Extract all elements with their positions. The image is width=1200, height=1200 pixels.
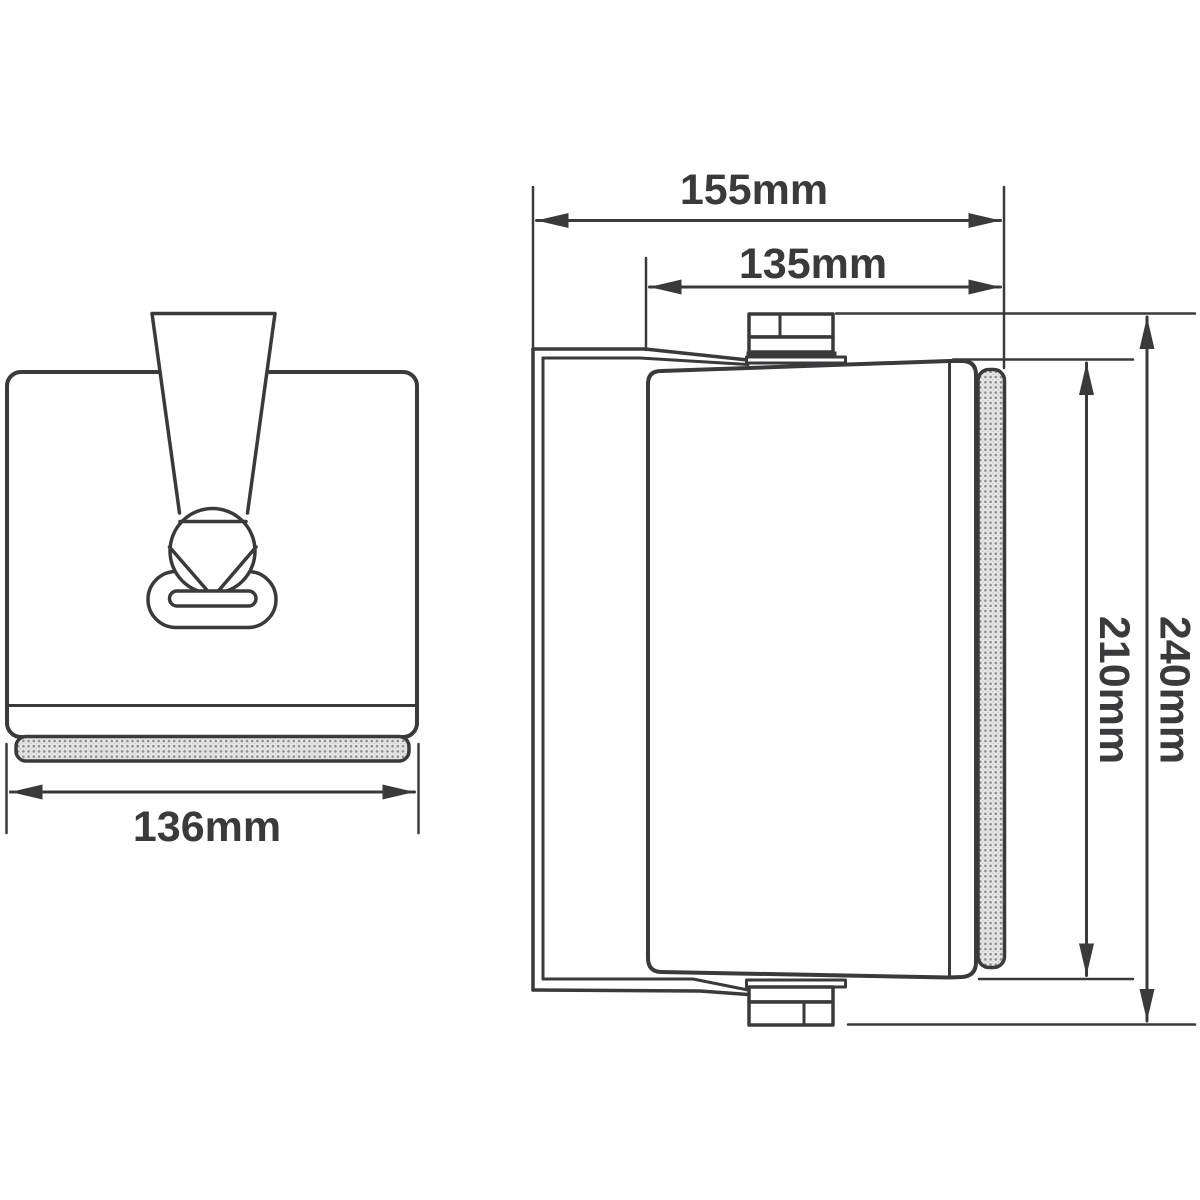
cabinet-outline-side-view bbox=[646, 359, 978, 980]
bracket-slot bbox=[167, 589, 258, 608]
dim-label-overall-depth: 155mm bbox=[680, 166, 828, 214]
grille-edge-strip bbox=[14, 734, 411, 763]
right-view-side-of-speaker bbox=[531, 185, 1197, 1027]
bottom-knuckle-lower-box bbox=[747, 1000, 835, 1027]
left-view-top-of-speaker bbox=[5, 311, 420, 835]
bracket-arm-bottom-outer bbox=[531, 988, 750, 997]
top-knuckle-base-plate bbox=[745, 355, 847, 365]
bracket-arm-top-inner bbox=[541, 356, 750, 366]
top-knuckle-band bbox=[747, 335, 835, 354]
top-knuckle-upper-box bbox=[747, 312, 835, 339]
dim-label-grille-height: 210mm bbox=[1090, 616, 1138, 764]
knob-facet-left bbox=[167, 545, 211, 595]
dim-label-body-depth: 135mm bbox=[739, 240, 887, 288]
dim-label-front-width: 136mm bbox=[133, 803, 281, 851]
bottom-knuckle-band bbox=[747, 985, 835, 1004]
top-knuckle-clamp-bar bbox=[746, 351, 837, 357]
knob-facet-right bbox=[215, 545, 258, 595]
dim-label-overall-height: 240mm bbox=[1151, 616, 1199, 764]
grille-strip-side-view bbox=[976, 367, 1007, 970]
bracket-arm-bottom-inner bbox=[541, 977, 750, 992]
bracket-arm-top-view bbox=[150, 311, 277, 515]
